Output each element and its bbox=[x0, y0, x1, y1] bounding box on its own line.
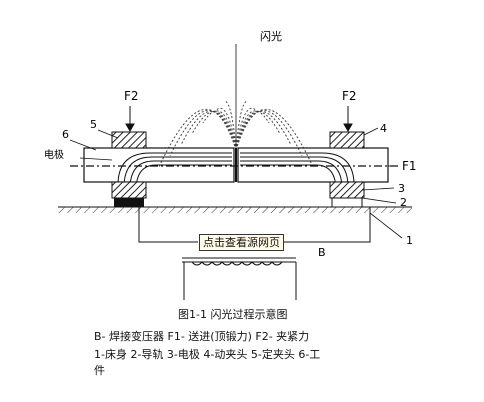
label-4: 4 bbox=[380, 122, 387, 135]
welding-circuit bbox=[138, 207, 371, 300]
flash-spark-line bbox=[202, 110, 237, 151]
moving-clamp-bottom bbox=[329, 181, 365, 199]
figure-caption-title: 图1-1 闪光过程示意图 bbox=[178, 308, 288, 321]
clamp-force-arrows bbox=[125, 106, 353, 133]
guide-rail bbox=[114, 198, 144, 207]
flash-spark-line bbox=[235, 110, 292, 151]
label-electrode: 电极 bbox=[44, 148, 64, 161]
flash-spark-line bbox=[158, 108, 237, 168]
flash-spark-line bbox=[235, 108, 314, 168]
label-5: 5 bbox=[90, 118, 97, 131]
flash-spark-line bbox=[235, 100, 248, 151]
guide-rail-right bbox=[331, 197, 363, 208]
flash-spark-line bbox=[169, 110, 237, 157]
flash-sparks bbox=[158, 100, 314, 168]
bed-base bbox=[58, 206, 412, 213]
label-3: 3 bbox=[398, 182, 405, 195]
figure-caption-line3: 件 bbox=[94, 364, 105, 377]
figure-caption-line2: 1-床身 2-导轨 3-电极 4-动夹头 5-定夹头 6-工 bbox=[94, 348, 321, 361]
view-source-tooltip[interactable]: 点击查看源网页 bbox=[199, 234, 284, 251]
flash-spark-line bbox=[224, 100, 237, 151]
label-f1: F1 bbox=[402, 159, 417, 173]
fixed-clamp-bottom bbox=[111, 181, 147, 199]
label-6: 6 bbox=[62, 128, 69, 141]
flash-spark-line bbox=[235, 110, 303, 157]
figure-caption-line1: B- 焊接变压器 F1- 送进(顶锻力) F2- 夹紧力 bbox=[94, 330, 310, 343]
label-flash: 闪光 bbox=[260, 29, 282, 43]
label-f2-right: F2 bbox=[342, 89, 357, 103]
label-f2-left: F2 bbox=[124, 89, 139, 103]
label-1: 1 bbox=[406, 234, 413, 247]
flash-spark-line bbox=[235, 110, 270, 151]
flash-spark-line bbox=[180, 110, 237, 151]
leader-lines bbox=[69, 44, 403, 239]
moving-clamp-top bbox=[329, 131, 365, 149]
fixed-clamp-top bbox=[111, 131, 147, 149]
flash-spark-line bbox=[213, 107, 237, 151]
flash-spark-line bbox=[191, 111, 237, 151]
label-b: B bbox=[318, 246, 326, 259]
label-2: 2 bbox=[400, 196, 407, 209]
